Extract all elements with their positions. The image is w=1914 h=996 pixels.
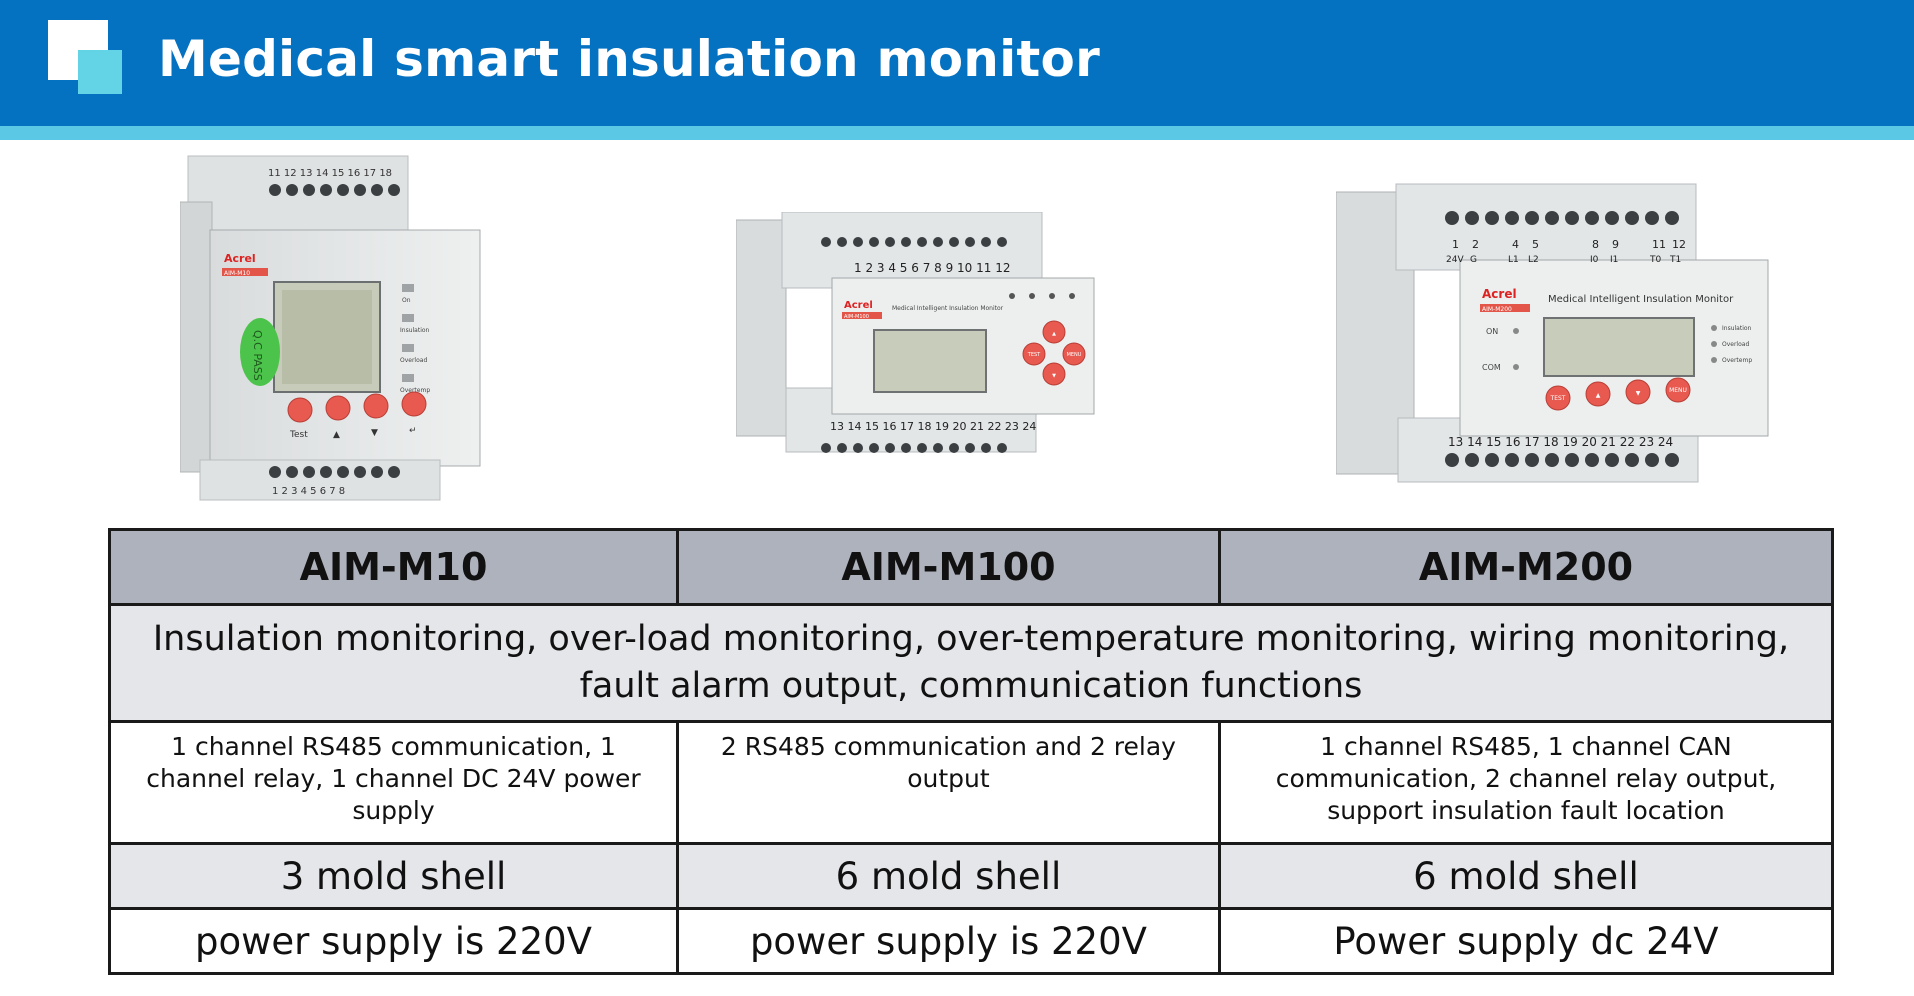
- button-label: Test: [289, 430, 308, 440]
- terminal-number: 9: [1612, 238, 1619, 251]
- indicator-label: Overtemp: [400, 387, 430, 394]
- communication-cell: 1 channel RS485 communication, 1 channel…: [108, 720, 679, 845]
- terminal-label: L1: [1508, 255, 1519, 265]
- indicator-label: Overload: [400, 357, 427, 364]
- test-button: [287, 397, 313, 423]
- indicator-label: Overload: [1722, 341, 1749, 348]
- terminal-numbers-bottom: 1 2 3 4 5 6 7 8: [272, 486, 345, 497]
- up-button: [1042, 320, 1066, 344]
- device-image-aim-m100: 1 2 3 4 5 6 7 8 9 10 11 12 13 14 15 16 1…: [736, 212, 1095, 453]
- terminal-number: 8: [1592, 238, 1599, 251]
- terminal-label: T0: [1649, 255, 1661, 265]
- header-cell-aim-m10: AIM-M10: [108, 528, 679, 606]
- brand-logo: Acrel: [844, 300, 873, 311]
- up-button: [325, 395, 351, 421]
- table-row-functions: Insulation monitoring, over-load monitor…: [108, 603, 1834, 723]
- panel-title: Medical Intelligent Insulation Monitor: [892, 305, 1004, 312]
- button-label: ↵: [409, 426, 417, 436]
- button-label: ▼: [1636, 390, 1641, 397]
- button-label: MENU: [1669, 387, 1687, 394]
- terminal-numbers-bottom: 13 14 15 16 17 18 19 20 21 22 23 24: [1448, 435, 1673, 449]
- brand-logo: Acrel: [1482, 287, 1517, 301]
- button-label: ▲: [1596, 392, 1601, 399]
- qc-pass-sticker: Q.C PASS: [251, 330, 264, 381]
- communication-cell: 1 channel RS485, 1 channel CAN communica…: [1217, 720, 1835, 845]
- device-image-aim-m200: 1 2 4 5 8 9 11 12 24V G L1 L2 I0 I1 T0 T…: [1336, 183, 1769, 483]
- indicator-label: ON: [1486, 327, 1498, 336]
- table-row-communication: 1 channel RS485 communication, 1 channel…: [108, 720, 1835, 845]
- down-button: [1042, 362, 1066, 386]
- power-cell: power supply is 220V: [675, 907, 1221, 975]
- power-cell: power supply is 220V: [108, 907, 679, 975]
- terminal-number: 1: [1452, 238, 1459, 251]
- header-cell-aim-m200: AIM-M200: [1217, 528, 1835, 606]
- terminal-label: 24V: [1446, 255, 1464, 265]
- functions-cell: Insulation monitoring, over-load monitor…: [108, 603, 1834, 723]
- up-button: [1585, 381, 1611, 407]
- terminal-number: 12: [1672, 238, 1686, 251]
- logo-square-cyan: [78, 50, 122, 94]
- shell-cell: 6 mold shell: [675, 842, 1221, 910]
- header-bar: Medical smart insulation monitor: [0, 0, 1914, 126]
- indicator-label: Overtemp: [1722, 357, 1752, 364]
- terminal-number: 2: [1472, 238, 1479, 251]
- model-tag: AIM-M200: [1482, 306, 1512, 313]
- button-label: TEST: [1550, 395, 1566, 402]
- button-label: ▲: [1052, 331, 1056, 337]
- down-button: [363, 393, 389, 419]
- down-button: [1625, 379, 1651, 405]
- table-row-power: power supply is 220V power supply is 220…: [108, 907, 1835, 975]
- terminal-numbers-bottom: 13 14 15 16 17 18 19 20 21 22 23 24: [830, 420, 1036, 433]
- indicator-label: Insulation: [1722, 325, 1752, 332]
- shell-cell: 6 mold shell: [1217, 842, 1835, 910]
- enter-button: [401, 391, 427, 417]
- menu-button: [1062, 342, 1086, 366]
- test-button: [1545, 385, 1571, 411]
- terminal-number: 4: [1512, 238, 1519, 251]
- indicator-label: COM: [1482, 363, 1501, 372]
- communication-cell: 2 RS485 communication and 2 relay output: [675, 720, 1221, 845]
- terminal-numbers-top: 11 12 13 14 15 16 17 18: [268, 168, 392, 179]
- table-row-shell: 3 mold shell 6 mold shell 6 mold shell: [108, 842, 1835, 910]
- terminal-label: I0: [1590, 255, 1599, 265]
- device-image-aim-m10: 11 12 13 14 15 16 17 18 1 2 3 4 5 6 7 8 …: [180, 155, 481, 501]
- button-label: ▲: [333, 430, 340, 440]
- indicator-label: On: [402, 297, 411, 304]
- panel-title: Medical Intelligent Insulation Monitor: [1548, 294, 1734, 305]
- terminal-label: G: [1470, 255, 1477, 265]
- table-header-row: AIM-M10 AIM-M100 AIM-M200: [108, 528, 1835, 606]
- menu-button: [1665, 377, 1691, 403]
- button-label: ▼: [371, 428, 378, 438]
- indicator-label: Insulation: [400, 327, 430, 334]
- terminal-label: T1: [1669, 255, 1681, 265]
- terminal-numbers-top: 1 2 3 4 5 6 7 8 9 10 11 12: [854, 261, 1010, 275]
- model-tag: AIM-M10: [224, 270, 250, 277]
- comparison-table: AIM-M10 AIM-M100 AIM-M200 Insulation mon…: [108, 528, 1835, 975]
- brand-logo: Acrel: [224, 252, 256, 265]
- shell-cell: 3 mold shell: [108, 842, 679, 910]
- button-label: TEST: [1027, 352, 1041, 358]
- header-cell-aim-m100: AIM-M100: [675, 528, 1221, 606]
- button-label: MENU: [1067, 352, 1082, 358]
- power-cell: Power supply dc 24V: [1217, 907, 1835, 975]
- terminal-number: 5: [1532, 238, 1539, 251]
- button-label: ▼: [1052, 373, 1056, 379]
- model-tag: AIM-M100: [844, 314, 869, 320]
- terminal-number: 11: [1652, 238, 1666, 251]
- terminal-label: L2: [1528, 255, 1539, 265]
- terminal-label: I1: [1610, 255, 1618, 265]
- test-button: [1022, 342, 1046, 366]
- header-stripe: [0, 126, 1914, 140]
- page-title: Medical smart insulation monitor: [158, 30, 1100, 88]
